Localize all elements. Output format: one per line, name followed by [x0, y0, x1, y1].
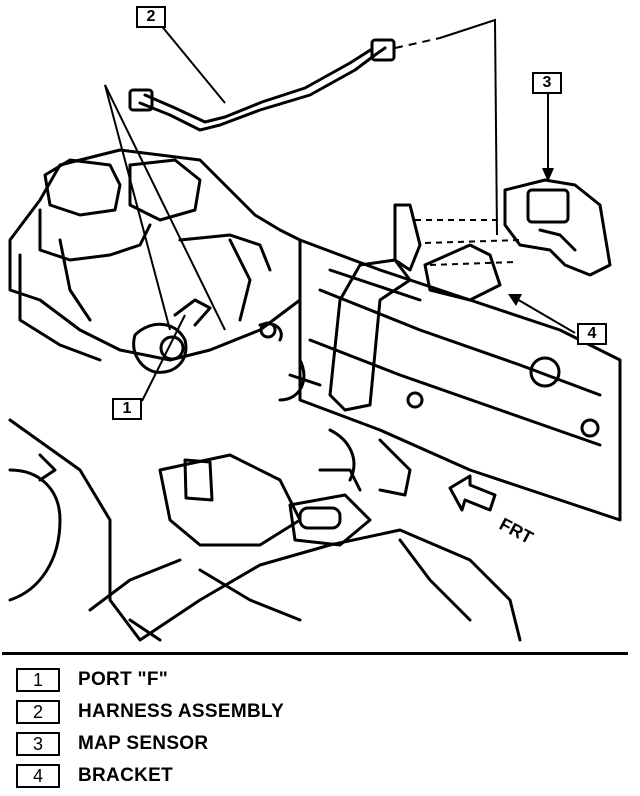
front-arrow-icon: [448, 474, 497, 512]
legend: 1 PORT "F" 2 HARNESS ASSEMBLY 3 MAP SENS…: [16, 664, 616, 792]
legend-label: HARNESS ASSEMBLY: [78, 701, 285, 722]
leader-line-2: [159, 23, 226, 104]
legend-item: 1 PORT "F": [16, 664, 616, 696]
lower-manifold: [8, 418, 522, 642]
callout-1: 1: [112, 398, 142, 420]
throttle-top: [43, 158, 122, 217]
legend-number: 3: [16, 732, 60, 756]
legend-label: MAP SENSOR: [78, 733, 209, 754]
leader-line-1: [141, 314, 186, 402]
engine-diagram: FRT: [8, 18, 622, 642]
legend-label: PORT "F": [78, 669, 169, 690]
legend-item: 4 BRACKET: [16, 760, 616, 792]
leader-line-4: [509, 294, 576, 334]
fuel-rail: [298, 238, 622, 522]
callout-2: 2: [136, 6, 166, 28]
map-sensor: [503, 178, 612, 277]
legend-number: 1: [16, 668, 60, 692]
bracket: [328, 258, 412, 412]
callout-4: 4: [577, 323, 607, 345]
legend-number: 4: [16, 764, 60, 788]
legend-divider: [2, 652, 628, 655]
port-f-fitting: [132, 322, 188, 374]
harness-assembly: [138, 46, 387, 132]
legend-item: 2 HARNESS ASSEMBLY: [16, 696, 616, 728]
legend-number: 2: [16, 700, 60, 724]
callout-3: 3: [532, 72, 562, 94]
legend-label: BRACKET: [78, 765, 173, 786]
front-direction-label: FRT: [496, 514, 536, 548]
legend-item: 3 MAP SENSOR: [16, 728, 616, 760]
